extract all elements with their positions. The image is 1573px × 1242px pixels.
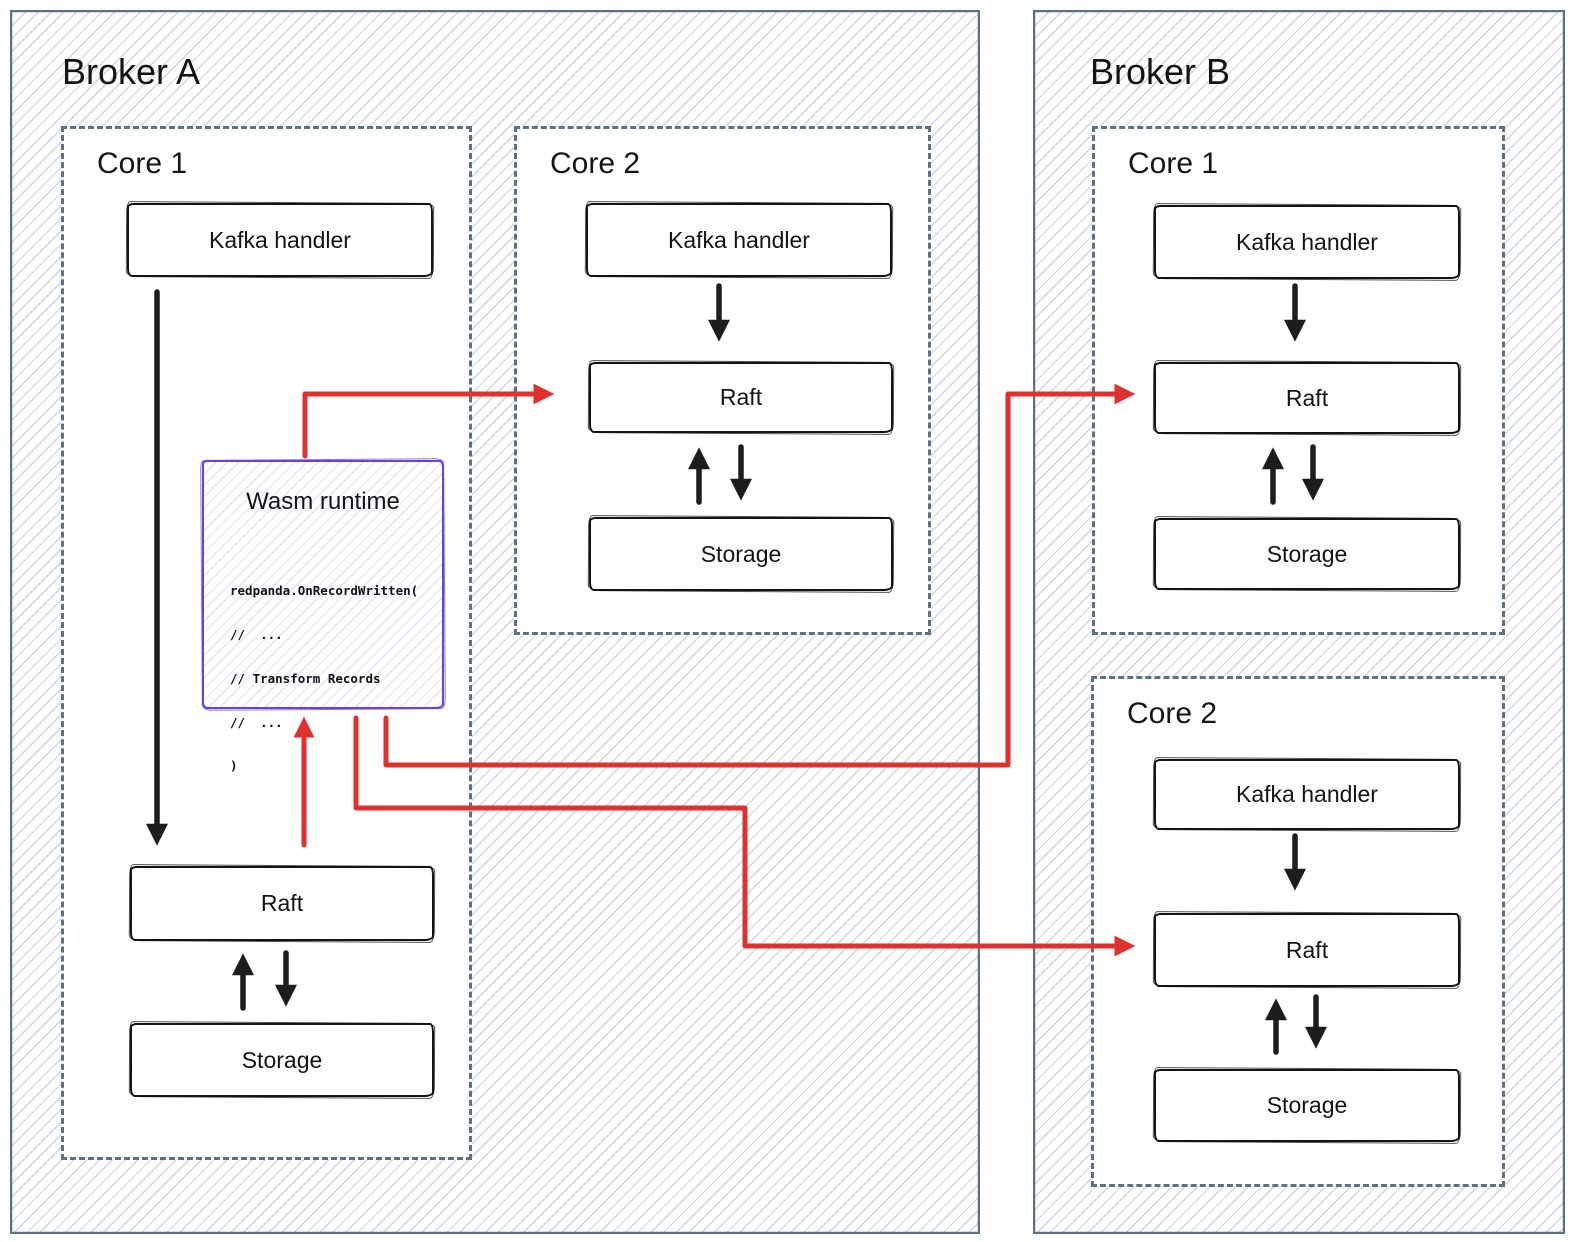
broker-b-title: Broker B (1090, 51, 1231, 92)
core-label: Core 1 (1128, 147, 1219, 180)
kafka-handler-label: Kafka handler (1236, 781, 1378, 807)
wasm-code-line: redpanda.OnRecordWritten( (230, 583, 419, 599)
raft-label: Raft (1285, 936, 1329, 963)
broker-a-panel: Broker A Core 1 Kafka handler Wasm runti… (10, 10, 980, 1234)
wasm-runtime-box: Wasm runtime redpanda.OnRecordWritten( /… (202, 460, 444, 773)
core-label: Core 2 (550, 147, 641, 180)
broker-b-core-1-panel: Core 1 Kafka handler Raft Storage (1092, 126, 1505, 635)
kafka-handler-box: Kafka handler (1154, 759, 1460, 830)
kafka-handler-box: Kafka handler (586, 203, 892, 277)
raft-label: Raft (719, 384, 763, 410)
wasm-code-snippet: redpanda.OnRecordWritten( // ... // Tran… (230, 555, 418, 803)
raft-box: Raft (589, 362, 893, 433)
storage-box: Storage (130, 1023, 434, 1097)
kafka-handler-box: Kafka handler (127, 203, 433, 277)
kafka-handler-box: Kafka handler (1154, 205, 1460, 279)
raft-box: Raft (1154, 362, 1460, 434)
storage-label: Storage (1266, 540, 1348, 567)
broker-b-panel: Broker B Core 1 Kafka handler Raft Stora… (1033, 10, 1565, 1234)
wasm-code-line: // ... (230, 714, 283, 730)
storage-box: Storage (1154, 1069, 1460, 1142)
broker-a-title: Broker A (62, 51, 201, 92)
storage-box: Storage (1154, 518, 1460, 590)
broker-b-core-2-panel: Core 2 Kafka handler Raft Storage (1091, 676, 1505, 1187)
core-label: Core 1 (97, 147, 188, 180)
broker-a-core-1-panel: Core 1 Kafka handler Wasm runtime redpan… (61, 126, 472, 1160)
wasm-code-line: ) (230, 758, 238, 774)
raft-label: Raft (260, 890, 304, 916)
kafka-handler-label: Kafka handler (668, 226, 810, 253)
raft-label: Raft (1285, 384, 1329, 411)
storage-label: Storage (700, 540, 782, 567)
kafka-handler-label: Kafka handler (209, 226, 351, 253)
storage-box: Storage (589, 517, 893, 591)
wasm-code-line: // ... (230, 626, 283, 642)
raft-box: Raft (1154, 913, 1460, 987)
storage-label: Storage (241, 1046, 323, 1073)
raft-box: Raft (130, 866, 434, 941)
core-label: Core 2 (1127, 697, 1218, 730)
kafka-handler-label: Kafka handler (1236, 228, 1378, 255)
storage-label: Storage (1266, 1092, 1348, 1118)
broker-a-core-2-panel: Core 2 Kafka handler Raft Storage (514, 126, 931, 635)
wasm-code-line: // Transform Records (230, 670, 381, 686)
wasm-runtime-title: Wasm runtime (246, 488, 400, 515)
